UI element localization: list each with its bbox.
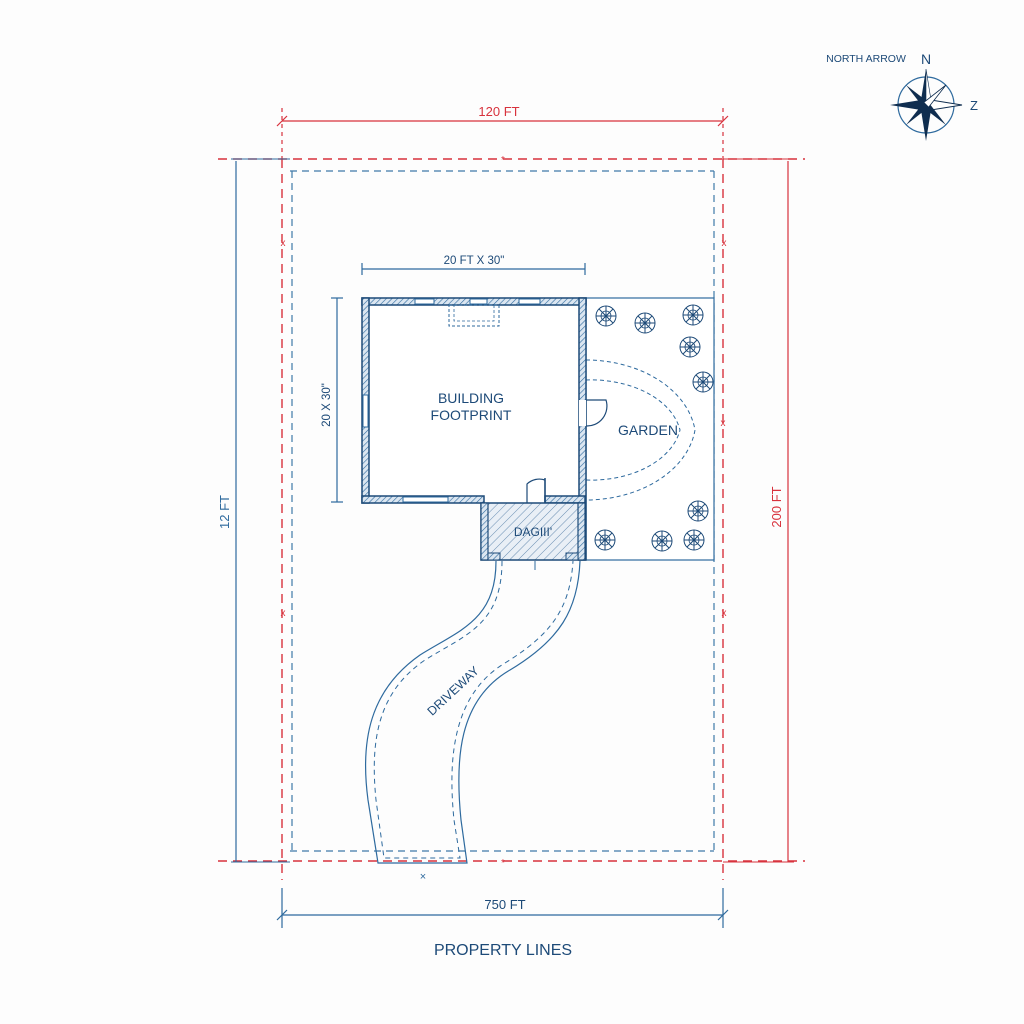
garden: GARDEN (585, 297, 715, 561)
shrub-icon (682, 304, 704, 326)
garage-label: DAGIII' (514, 525, 552, 539)
svg-text:*: * (501, 155, 505, 166)
svg-text:x: x (281, 238, 286, 249)
svg-text:x: x (722, 238, 727, 249)
caption: PROPERTY LINES (434, 942, 572, 959)
building-label-line2: FOOTPRINT (431, 407, 512, 423)
shrub-icon (651, 530, 673, 552)
property-markers: * x x x x x * (281, 155, 727, 869)
right-dimension: 200 FT (723, 158, 794, 863)
building-height-label: 20 X 30" (321, 383, 333, 427)
garage: DAGIII' (480, 502, 586, 561)
bottom-dimension: 750 FT (276, 888, 729, 928)
property-line (218, 158, 805, 880)
right-dimension-label: 200 FT (769, 486, 784, 527)
top-dimension: 120 FT (276, 104, 729, 160)
shrub-icon (634, 312, 656, 334)
east-letter: Z (970, 98, 978, 113)
svg-text:x: x (281, 608, 286, 619)
svg-text:x: x (722, 608, 727, 619)
shrub-icon (595, 305, 617, 327)
building-width-label: 20 FT X 30" (444, 255, 505, 267)
north-arrow-label: NORTH ARROW (826, 53, 906, 65)
building-label-line1: BUILDING (438, 390, 504, 406)
left-dimension-label: 12 FT (217, 495, 232, 529)
bottom-dimension-label: 750 FT (484, 897, 525, 912)
shrub-icon (692, 371, 714, 393)
driveway-label: DRIVEWAY (425, 663, 483, 718)
driveway: DRIVEWAY × (364, 560, 581, 883)
shrub-icon (594, 529, 616, 551)
shrub-icon (679, 336, 701, 358)
building-footprint: BUILDING FOOTPRINT (361, 297, 608, 561)
north-arrow: NORTH ARROW N Z (826, 51, 978, 141)
top-dimension-label: 120 FT (478, 104, 519, 119)
building-height-dimension: 20 X 30" (321, 297, 343, 503)
north-letter: N (921, 51, 931, 67)
shrub-icon (683, 529, 705, 551)
compass-rose-icon (890, 68, 963, 141)
garden-label: GARDEN (618, 422, 678, 438)
building-width-dimension: 20 FT X 30" (361, 255, 586, 275)
svg-text:x: x (721, 418, 726, 429)
shrub-icon (687, 500, 709, 522)
svg-text:×: × (420, 871, 426, 883)
svg-text:*: * (501, 858, 505, 869)
left-dimension: 12 FT (217, 158, 290, 863)
